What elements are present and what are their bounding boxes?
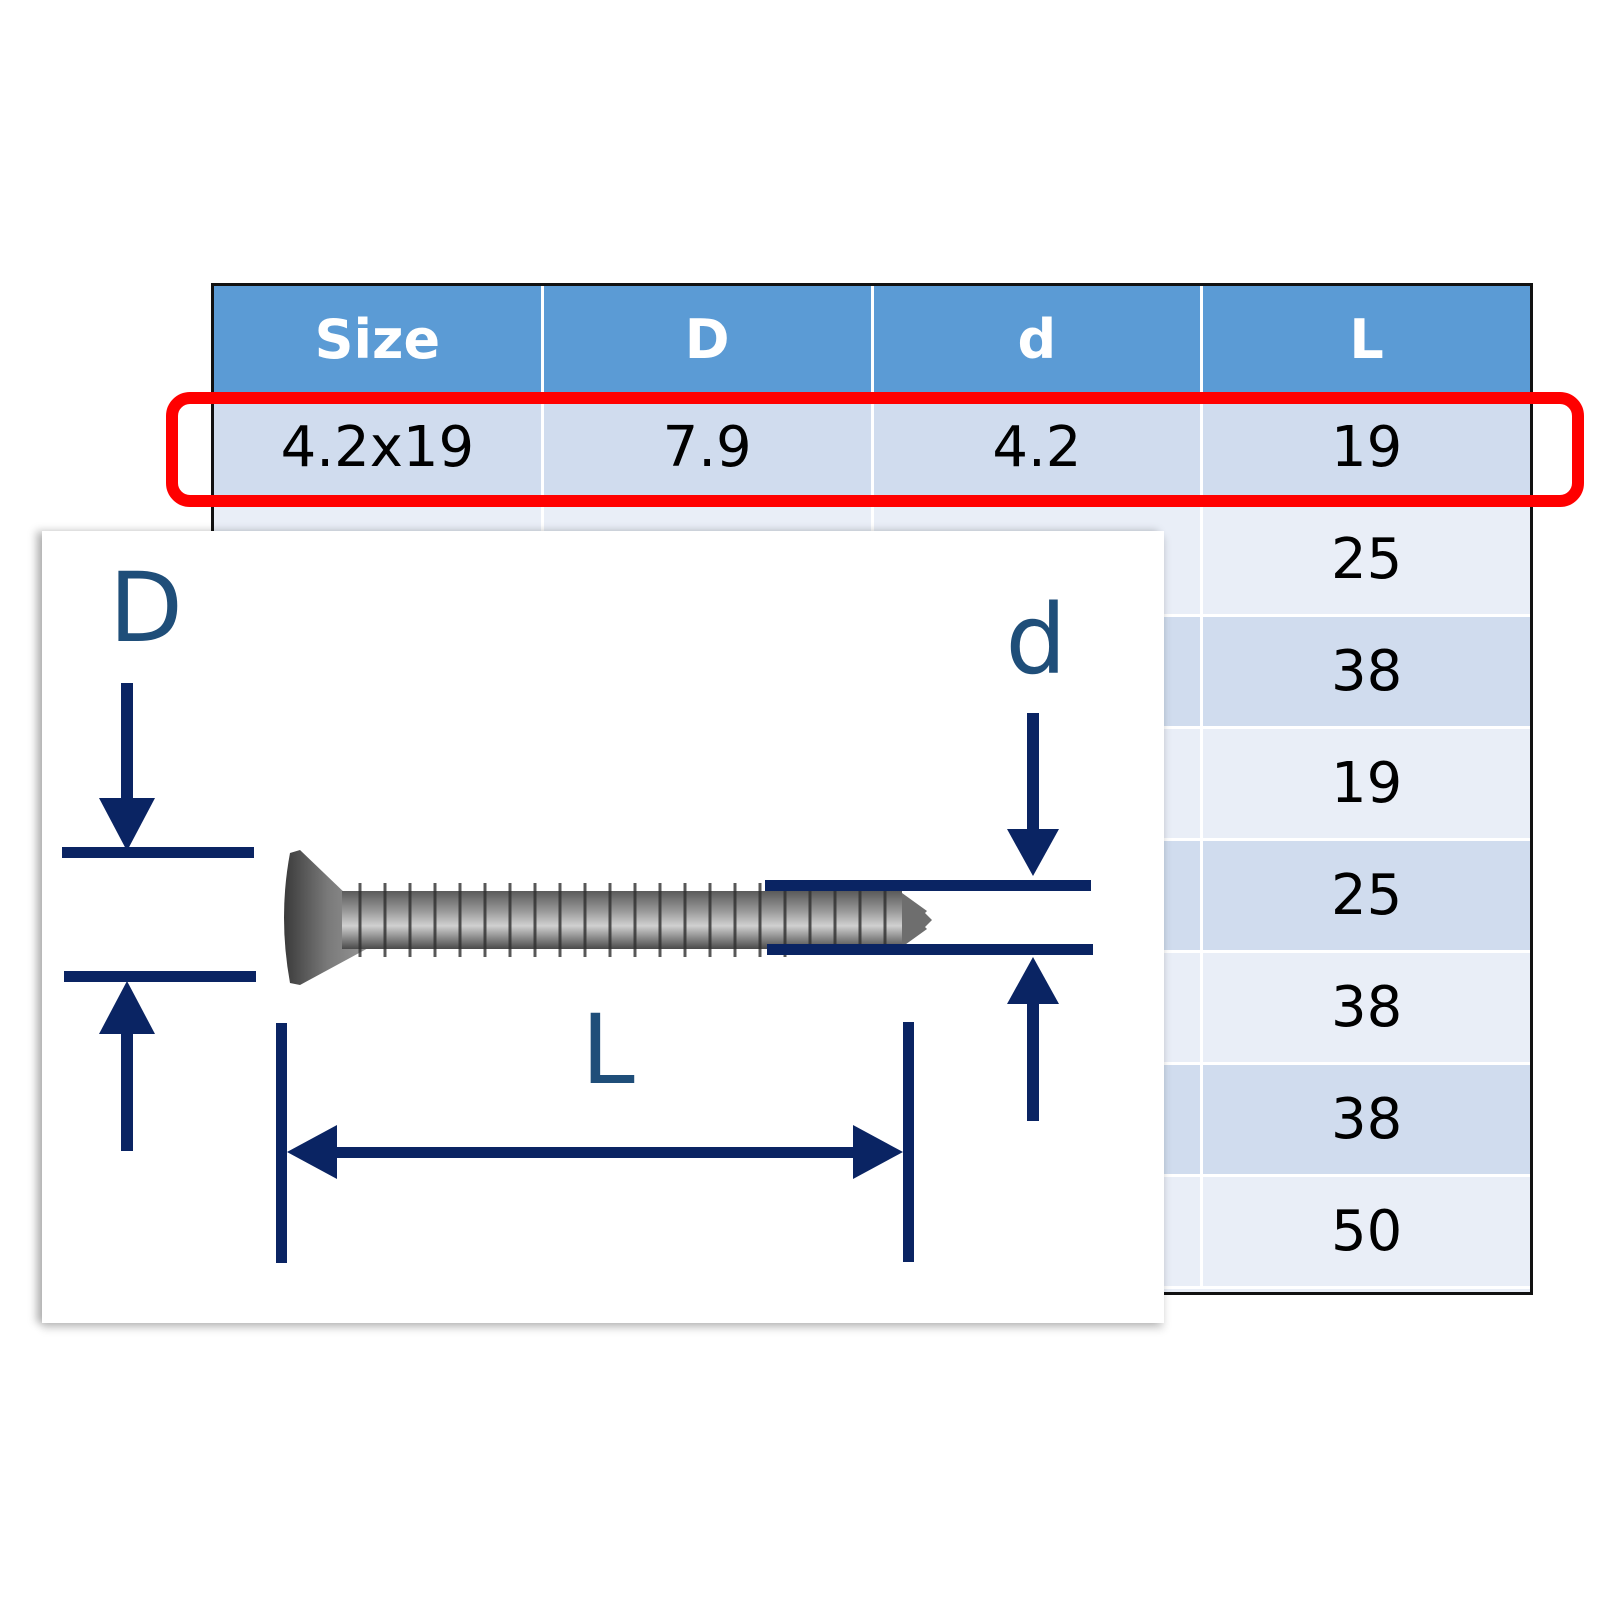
cell-shank-diameter xyxy=(874,953,1204,1062)
header-head-diameter: D xyxy=(544,286,874,393)
screw-dimension-diagram: D xyxy=(42,531,1164,1323)
label-head-diameter: D xyxy=(109,552,183,664)
cell-length: 25 xyxy=(1330,527,1403,592)
cell-head-diameter: 7.9 xyxy=(544,393,874,502)
cell-length: 38 xyxy=(1330,1087,1403,1152)
table-row: 4.2x19 7.9 4.2 19 xyxy=(214,393,1530,505)
cell-shank-diameter xyxy=(874,729,1204,838)
head-top-extension-line xyxy=(62,847,254,858)
shank-bottom-extension-line xyxy=(767,944,1093,955)
cell-shank-diameter xyxy=(874,1177,1204,1286)
label-length: L xyxy=(581,994,634,1106)
cell-length: 38 xyxy=(1330,975,1403,1040)
head-diameter-arrow-up-icon xyxy=(99,981,155,1151)
cell-shank-diameter: 4.2 xyxy=(874,393,1204,502)
cell-length: 38 xyxy=(1330,639,1403,704)
head-diameter-arrow-down-icon xyxy=(99,683,155,851)
cell-shank-diameter xyxy=(874,1065,1204,1174)
cell-shank-diameter xyxy=(874,505,1204,614)
length-double-arrow-icon xyxy=(287,1125,903,1179)
shank-diameter-arrow-down-icon xyxy=(1007,713,1059,876)
header-shank-diameter: d xyxy=(874,286,1204,393)
cell-size: 4.2x19 xyxy=(214,393,544,502)
shank-diameter-arrow-up-icon xyxy=(1007,957,1059,1121)
length-right-extension-line xyxy=(903,1022,914,1262)
cell-length: 50 xyxy=(1330,1199,1403,1264)
shank-top-extension-line xyxy=(765,880,1091,891)
diagram-canvas: D xyxy=(62,552,1093,1263)
cell-shank-diameter xyxy=(874,841,1204,950)
cell-shank-diameter xyxy=(874,617,1204,726)
header-length: L xyxy=(1349,308,1384,371)
cell-length: 19 xyxy=(1330,415,1403,480)
length-left-extension-line xyxy=(276,1023,287,1263)
cell-length: 19 xyxy=(1330,751,1403,816)
cell-length: 25 xyxy=(1330,863,1403,928)
head-bottom-extension-line xyxy=(64,971,256,982)
header-size: Size xyxy=(214,286,544,393)
screw-image xyxy=(284,850,932,985)
table-header: Size D d L xyxy=(214,286,1530,393)
label-shank-diameter: d xyxy=(1006,584,1067,696)
selected-row-highlight xyxy=(166,392,1584,507)
